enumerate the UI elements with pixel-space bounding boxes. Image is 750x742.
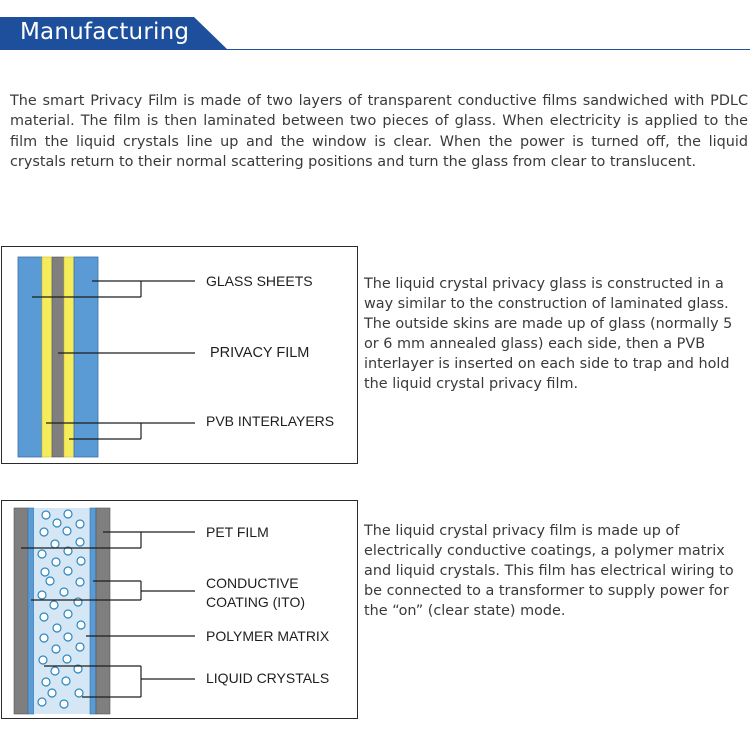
pvb-interlayers-leader xyxy=(46,422,195,440)
pvb-interlayers-label: PVB INTERLAYERS xyxy=(206,413,335,429)
privacy-film-description: The liquid crystal privacy film is made … xyxy=(364,523,734,619)
pet-film-left xyxy=(13,507,29,715)
pvb-interlayer-left xyxy=(41,256,53,458)
section-header-tab xyxy=(0,17,228,50)
section-title: Manufacturing xyxy=(20,19,190,45)
pvb-interlayer-right xyxy=(63,256,75,458)
intro-paragraph: The smart Privacy Film is made of two la… xyxy=(10,93,748,171)
conductive-coating-label-line1: CONDUCTIVE xyxy=(206,575,299,591)
privacy-film-layer xyxy=(51,256,65,458)
conductive-coating-label-line2: COATING (ITO) xyxy=(206,594,306,610)
header-divider xyxy=(0,49,750,50)
liquid-crystals-label: LIQUID CRYSTALS xyxy=(206,670,330,686)
glass-sheets-leader xyxy=(32,280,195,298)
pet-film-right xyxy=(95,507,111,715)
glass-sheet-right xyxy=(73,256,99,458)
privacy-film-illustration xyxy=(13,507,195,715)
laminated-glass-diagram: GLASS SHEETS PRIVACY FILM PVB INTERLAYER… xyxy=(1,246,358,464)
privacy-film-label: PRIVACY FILM xyxy=(210,345,310,361)
conductive-coating-left xyxy=(27,507,35,715)
glass-sheets-label: GLASS SHEETS xyxy=(206,273,313,289)
privacy-film-diagram: PET FILM CONDUCTIVE COATING (ITO) POLYME… xyxy=(1,500,358,719)
conductive-coating-leader xyxy=(31,580,195,601)
polymer-matrix-label: POLYMER MATRIX xyxy=(206,628,330,644)
liquid-crystals-leader xyxy=(44,665,195,698)
liquid-crystal-droplets xyxy=(37,509,86,709)
glass-sheet-left xyxy=(17,256,43,458)
laminated-glass-description: The liquid crystal privacy glass is cons… xyxy=(364,276,733,392)
conductive-coating-right xyxy=(89,507,97,715)
pet-film-leader xyxy=(21,531,195,549)
laminated-glass-illustration xyxy=(17,256,195,458)
pet-film-label: PET FILM xyxy=(206,524,269,540)
